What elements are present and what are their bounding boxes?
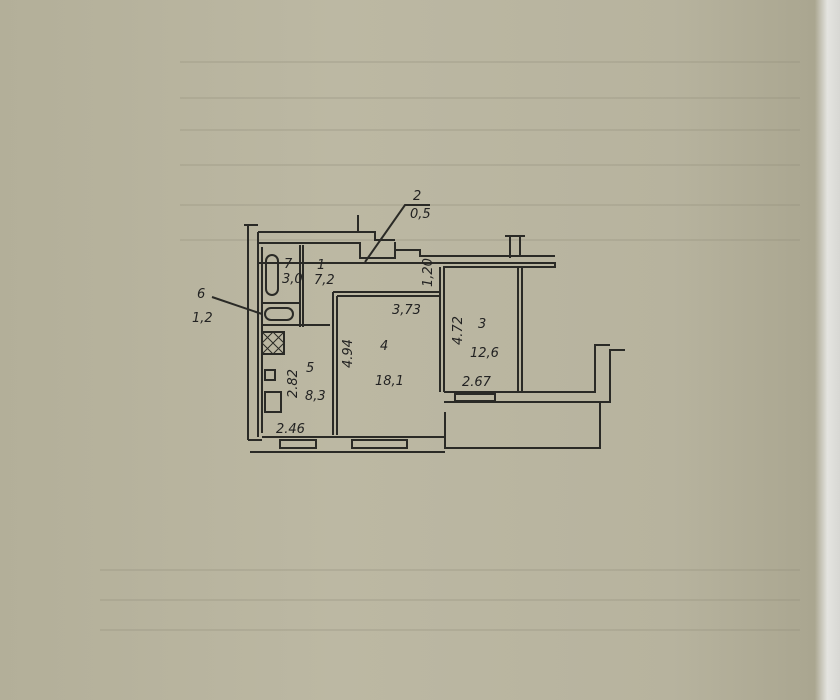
svg-text:3,73: 3,73 (392, 303, 421, 318)
svg-text:12,6: 12,6 (470, 346, 499, 361)
svg-text:1,2: 1,2 (192, 311, 213, 326)
svg-text:4: 4 (380, 339, 388, 354)
svg-text:8,3: 8,3 (305, 389, 326, 404)
svg-text:2: 2 (413, 189, 421, 204)
faded-background-text (100, 61, 800, 631)
svg-text:3,0: 3,0 (282, 272, 303, 287)
svg-text:18,1: 18,1 (375, 374, 404, 389)
svg-text:0,5: 0,5 (410, 207, 431, 222)
svg-text:2.67: 2.67 (462, 375, 492, 390)
svg-text:4.72: 4.72 (451, 316, 466, 345)
svg-text:3: 3 (478, 317, 486, 332)
room-labels: 17,2 2 0,5 3 12,6 4 18,1 5 8,3 6 1,2 73,0 (192, 189, 499, 404)
svg-text:2.82: 2.82 (286, 369, 301, 398)
svg-text:1,20: 1,20 (421, 258, 436, 287)
svg-text:7,2: 7,2 (314, 273, 335, 288)
dimension-labels: 3,73 4.94 4.72 1,20 2.67 2.82 2.46 (276, 258, 492, 437)
walls (211, 204, 625, 453)
svg-text:1: 1 (317, 258, 325, 273)
svg-text:5: 5 (306, 361, 314, 376)
svg-text:2.46: 2.46 (276, 422, 305, 437)
svg-text:4.94: 4.94 (341, 339, 356, 368)
svg-text:7: 7 (284, 257, 293, 272)
svg-text:6: 6 (197, 287, 205, 302)
